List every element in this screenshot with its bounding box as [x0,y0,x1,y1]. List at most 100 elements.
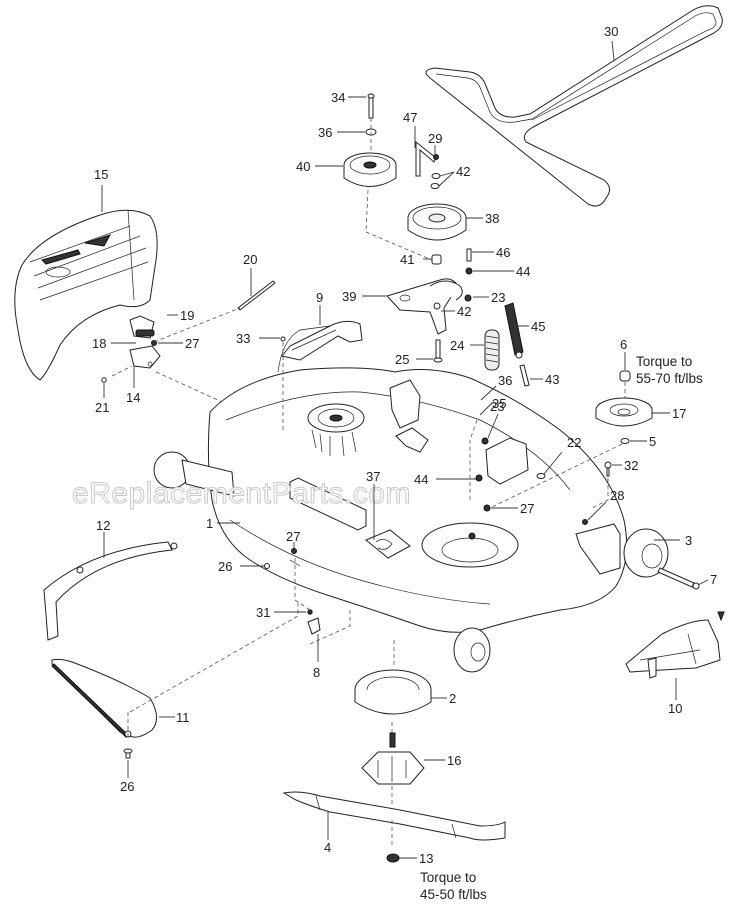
callout-31[interactable]: 31 [256,605,270,620]
wheel-bracket-28[interactable] [575,519,621,575]
blade-4[interactable] [282,791,506,841]
belt-shield-10[interactable] [625,619,721,679]
spacer-41[interactable] [431,254,442,265]
spindle-assembly-16[interactable] [361,732,425,785]
callout-44-mid[interactable]: 44 [414,472,428,487]
callout-7[interactable]: 7 [710,572,717,587]
bolt-34[interactable] [367,93,375,119]
callout-35[interactable]: 35 [492,396,506,411]
torsion-spring-18[interactable] [135,329,155,337]
callout-33[interactable]: 33 [236,331,250,346]
callout-37[interactable]: 37 [366,469,380,484]
callout-27-mid[interactable]: 27 [520,501,534,516]
callout-27-chute[interactable]: 27 [185,336,199,351]
screw-26-deflector[interactable] [123,748,133,759]
callout-12[interactable]: 12 [96,518,110,533]
pin-22[interactable] [536,473,546,479]
nut-44-deck[interactable] [475,474,483,482]
callout-16[interactable]: 16 [447,753,461,768]
callout-15[interactable]: 15 [94,167,108,182]
bracket-clip-8[interactable] [307,617,321,635]
callout-8[interactable]: 8 [313,665,320,680]
callout-45[interactable]: 45 [531,319,545,334]
screw-33[interactable] [280,336,286,342]
callout-42-low[interactable]: 42 [457,304,471,319]
nut-23-deck[interactable] [481,437,489,445]
belt-guide-47[interactable] [415,140,437,177]
callout-44-top[interactable]: 44 [516,264,530,279]
deflector-rod-12[interactable] [43,541,178,641]
callout-21[interactable]: 21 [95,400,109,415]
belt-cover-bracket-9[interactable] [281,320,363,361]
spring-45[interactable] [504,302,524,359]
callout-24[interactable]: 24 [450,338,464,353]
callout-46[interactable]: 46 [496,245,510,260]
screw-26-deck[interactable] [264,563,270,569]
washer-42-lower[interactable] [433,302,441,310]
callout-18[interactable]: 18 [92,336,106,351]
callout-36-top[interactable]: 36 [318,125,332,140]
bolt-32[interactable] [604,461,612,477]
screw-10-top[interactable] [717,611,725,622]
callout-13[interactable]: 13 [419,851,433,866]
callout-5[interactable]: 5 [649,434,656,449]
callout-6[interactable]: 6 [620,337,627,352]
callout-28[interactable]: 28 [610,488,624,503]
callout-3[interactable]: 3 [685,533,692,548]
discharge-chute-15[interactable] [14,209,158,381]
decal-37[interactable] [365,529,411,559]
callout-26-deck[interactable]: 26 [218,559,232,574]
callout-19[interactable]: 19 [180,308,194,323]
callout-1[interactable]: 1 [206,516,213,531]
nut-44-upper[interactable] [465,267,473,275]
screw-21[interactable] [101,377,107,383]
bolt-46[interactable] [466,248,472,262]
callout-4[interactable]: 4 [324,840,331,855]
hinge-rod-20[interactable] [237,280,276,311]
nut-23-upper[interactable] [464,294,472,302]
nut-27-deck[interactable] [483,504,491,512]
callout-47[interactable]: 47 [403,110,417,125]
drive-belt-30[interactable] [425,5,723,207]
bolt-29[interactable] [433,154,439,160]
nut-31[interactable] [307,609,313,615]
nut-27-front[interactable] [291,548,297,554]
spindle-pulley-17[interactable] [595,397,653,427]
callout-40[interactable]: 40 [296,159,310,174]
discharge-deflector-11[interactable] [51,658,157,738]
callout-11[interactable]: 11 [176,710,190,725]
callout-23-top[interactable]: 23 [491,290,505,305]
callout-9[interactable]: 9 [316,290,323,305]
bearing-ring-2[interactable] [354,669,432,715]
callout-17[interactable]: 17 [672,406,686,421]
idler-pulley-v-40[interactable] [343,152,397,187]
spring-rod-43[interactable] [519,364,530,387]
callout-22[interactable]: 22 [567,435,581,450]
callout-42-top[interactable]: 42 [456,164,470,179]
callout-30[interactable]: 30 [604,24,618,39]
blade-bolt-13[interactable] [386,853,400,863]
nut-6[interactable] [619,370,631,382]
callout-36-mid[interactable]: 36 [498,373,512,388]
callout-38[interactable]: 38 [485,211,499,226]
callout-14[interactable]: 14 [126,390,140,405]
callout-39[interactable]: 39 [342,289,356,304]
washers-42-upper[interactable] [430,173,441,189]
callout-26-lower[interactable]: 26 [120,779,134,794]
idler-arm-39[interactable] [386,278,463,335]
bolt-7[interactable] [657,567,700,590]
callout-25[interactable]: 25 [395,352,409,367]
callout-23-mid[interactable]: 23 [490,399,504,414]
idler-pulley-flat-38[interactable] [407,203,467,241]
callout-34[interactable]: 34 [331,90,345,105]
callout-20[interactable]: 20 [243,252,257,267]
callout-10[interactable]: 10 [668,701,682,716]
callout-29[interactable]: 29 [428,131,442,146]
anti-scalp-wheel-3[interactable] [623,528,669,578]
hinge-bracket-14[interactable] [129,345,161,369]
shoulder-bolt-25[interactable] [433,339,443,363]
callout-43[interactable]: 43 [545,372,559,387]
callout-32[interactable]: 32 [624,458,638,473]
callout-2[interactable]: 2 [449,691,456,706]
extension-spring-24[interactable] [484,329,500,371]
